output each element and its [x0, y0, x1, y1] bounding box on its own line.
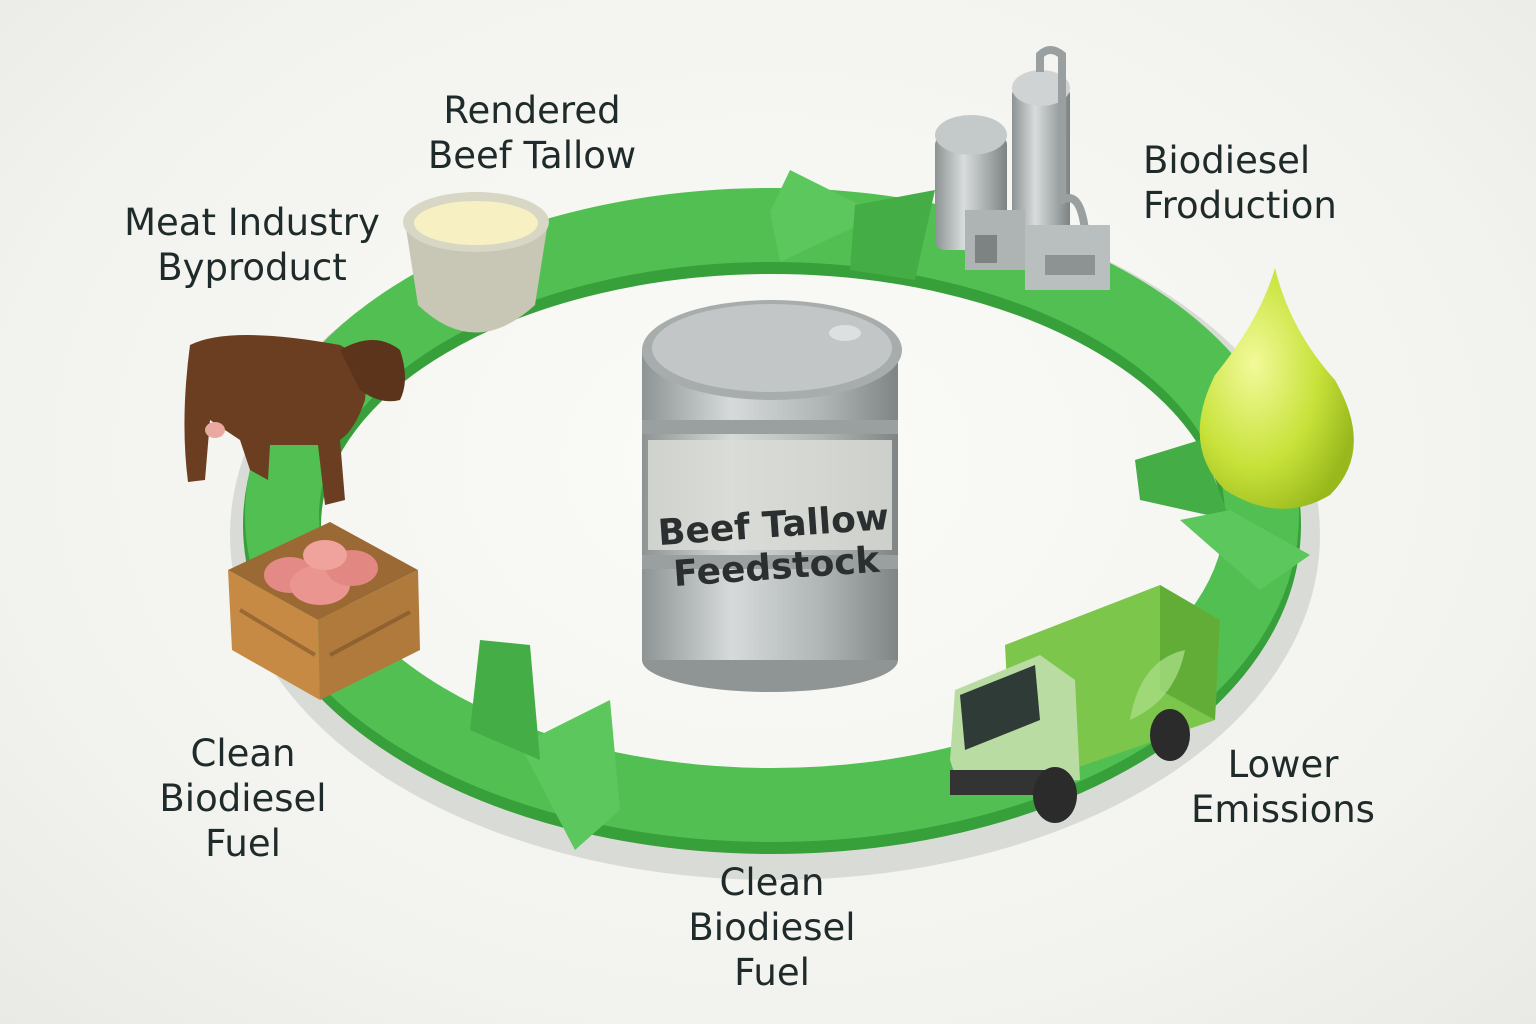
barrel: [642, 300, 902, 692]
label-line: Beef Tallow: [427, 134, 637, 177]
label-rendered-beef-tallow: Rendered Beef Tallow: [428, 88, 636, 178]
arrowhead-top: [770, 170, 880, 262]
factory-icon: [935, 46, 1110, 290]
crate-with-meat: [228, 522, 420, 700]
label-clean-biodiesel-fuel-left: Clean Biodiesel Fuel: [159, 731, 326, 866]
label-line: Clean: [190, 732, 296, 775]
label-biodiesel-production: Biodiesel Froduction: [1143, 138, 1337, 228]
label-line: Fuel: [205, 822, 281, 865]
arrowhead-left: [470, 640, 540, 760]
label-line: Froduction: [1143, 184, 1337, 227]
label-line: Meat Industry: [124, 201, 380, 244]
cycle-ring: [245, 188, 1299, 842]
cow-icon: [184, 335, 405, 505]
fuel-drop-icon: [1199, 268, 1354, 509]
label-line: Clean: [719, 861, 825, 904]
tallow-bowl: [403, 192, 549, 333]
label-line: Byproduct: [157, 246, 347, 289]
arrowhead-bottom: [520, 700, 620, 850]
label-line: Lower: [1227, 743, 1339, 786]
label-clean-biodiesel-fuel-bottom: Clean Biodiesel Fuel: [688, 860, 855, 995]
label-line: Biodiesel: [159, 777, 327, 820]
label-line: Biodiesel: [1143, 139, 1311, 182]
barrel-label: Beef Tallow Feedstock: [657, 497, 894, 597]
label-line: Biodiesel: [688, 906, 856, 949]
label-lower-emissions: Lower Emissions: [1191, 742, 1375, 832]
label-meat-industry-byproduct: Meat Industry Byproduct: [124, 200, 380, 290]
label-line: Fuel: [734, 951, 810, 994]
label-line: Emissions: [1191, 788, 1375, 831]
label-line: Rendered: [443, 89, 621, 132]
arrow-segment-top-right: [850, 190, 935, 280]
arrow-segment-right: [1180, 510, 1310, 590]
truck-icon: [950, 585, 1220, 823]
